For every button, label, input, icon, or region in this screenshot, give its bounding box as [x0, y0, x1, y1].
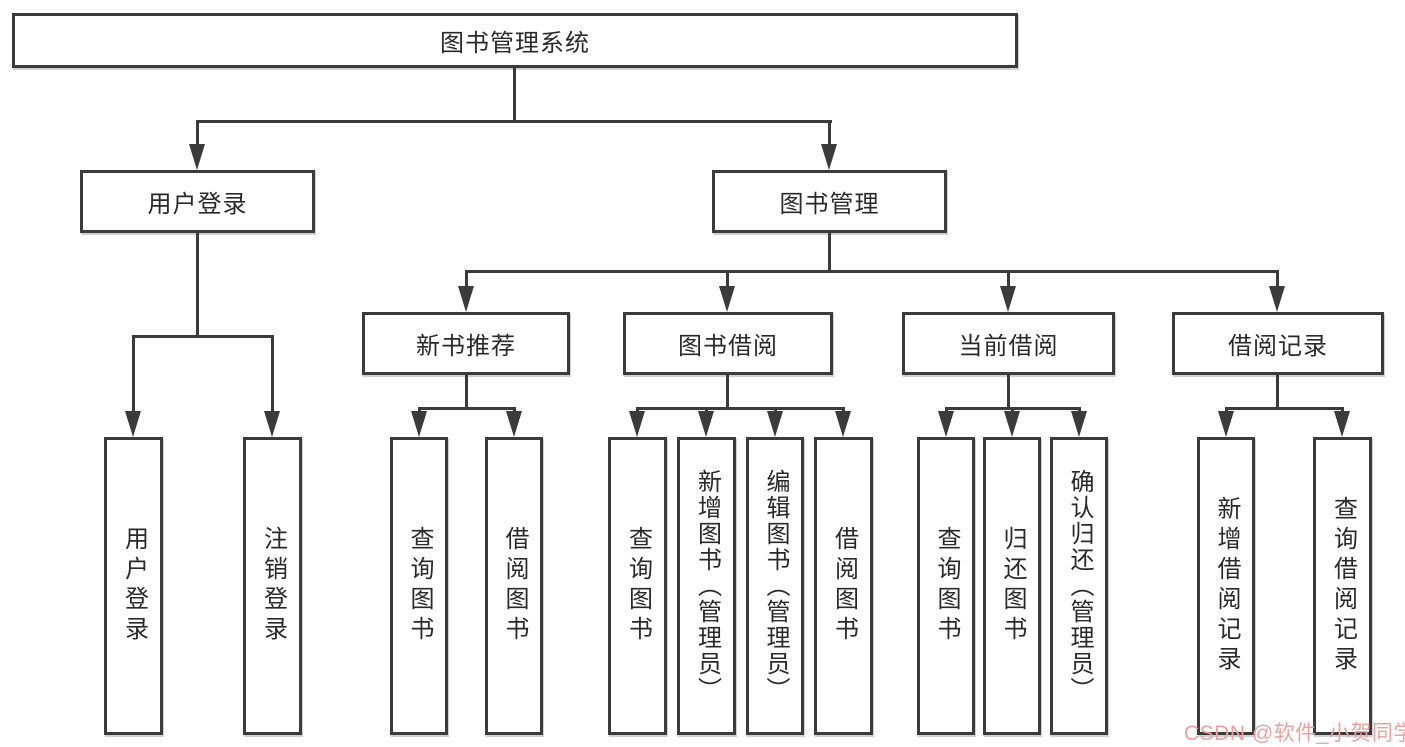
connector-drop — [1276, 270, 1279, 288]
node-label: 用户登录 — [147, 191, 248, 218]
node-leaf-add-books-admin: 新增图书（管理员） — [677, 437, 736, 735]
arrowhead-down — [411, 411, 427, 437]
node-label: 当前借阅 — [958, 333, 1059, 360]
node-leaf-borrow-books-recommend: 借阅图书 — [485, 437, 543, 735]
node-label: 确认归还（管理员） — [1066, 469, 1093, 703]
arrowhead-down — [719, 286, 735, 312]
connector-new-book-bus — [418, 407, 516, 410]
node-leaf-user-login: 用户登录 — [104, 437, 163, 735]
node-current-borrowing: 当前借阅 — [902, 312, 1115, 375]
connector-drop — [465, 270, 468, 288]
node-label: 新增图书（管理员） — [693, 469, 721, 703]
node-label: 借阅记录 — [1228, 333, 1328, 360]
connector-book-borrow-bus — [636, 407, 845, 410]
arrowhead-down — [938, 411, 954, 437]
arrowhead-down — [767, 411, 783, 437]
arrowhead-down — [1269, 286, 1285, 312]
arrowhead-down — [1334, 411, 1350, 437]
node-leaf-return-books: 归还图书 — [983, 437, 1041, 735]
connector-new-book-stem — [465, 375, 468, 409]
node-label: 编辑图书（管理员） — [762, 469, 789, 703]
node-label: 新增借阅记录 — [1213, 496, 1240, 676]
node-label: 图书管理 — [779, 191, 880, 218]
node-label: 查询借阅记录 — [1329, 496, 1357, 676]
node-leaf-query-books-recommend: 查询图书 — [390, 437, 448, 735]
node-leaf-query-books: 查询图书 — [608, 437, 667, 735]
arrowhead-down — [1000, 286, 1016, 312]
node-label: 查询图书 — [406, 526, 433, 646]
node-leaf-query-borrow-record: 查询借阅记录 — [1313, 437, 1372, 735]
arrowhead-down — [821, 144, 837, 170]
arrowhead-down — [835, 411, 851, 437]
node-label: 注销登录 — [259, 526, 287, 646]
connector-drop — [828, 120, 831, 146]
connector-records-stem — [1276, 375, 1279, 409]
arrowhead-down — [1071, 411, 1087, 437]
node-label: 用户登录 — [120, 526, 148, 646]
connector-level2-bus — [196, 120, 832, 123]
arrowhead-down — [189, 144, 205, 170]
node-root-system: 图书管理系统 — [12, 13, 1018, 68]
arrowhead-down — [125, 411, 141, 437]
node-book-borrowing: 图书借阅 — [623, 312, 833, 375]
node-leaf-borrow-books: 借阅图书 — [814, 437, 873, 735]
node-label: 查询图书 — [624, 526, 652, 646]
arrowhead-down — [264, 411, 280, 437]
connector-drop — [196, 120, 199, 146]
connector-drop — [132, 335, 135, 413]
node-leaf-add-borrow-record: 新增借阅记录 — [1197, 437, 1255, 735]
connector-current-borrow-stem — [1007, 375, 1010, 409]
node-borrowing-records: 借阅记录 — [1172, 312, 1384, 375]
node-label: 借阅图书 — [501, 526, 528, 646]
arrowhead-down — [458, 286, 474, 312]
connector-root-stem — [513, 68, 516, 122]
node-leaf-confirm-return-admin: 确认归还（管理员） — [1050, 437, 1108, 735]
node-label: 归还图书 — [999, 526, 1026, 646]
connector-level3-bus — [465, 270, 1278, 273]
connector-book-mgmt-stem — [828, 233, 831, 272]
node-leaf-edit-books-admin: 编辑图书（管理员） — [746, 437, 804, 735]
arrowhead-down — [629, 411, 645, 437]
arrowhead-down — [1218, 411, 1234, 437]
csdn-watermark: CSDN @软件_小贺同学 — [1184, 722, 1405, 745]
node-label: 图书管理系统 — [440, 30, 590, 57]
node-leaf-logout: 注销登录 — [243, 437, 302, 735]
connector-drop — [271, 335, 274, 413]
arrowhead-down — [1004, 411, 1020, 437]
arrowhead-down — [698, 411, 714, 437]
node-user-login: 用户登录 — [80, 170, 315, 233]
node-label: 新书推荐 — [416, 333, 516, 360]
node-book-management: 图书管理 — [712, 170, 947, 233]
node-label: 借阅图书 — [830, 526, 858, 646]
node-new-book-recommend: 新书推荐 — [362, 312, 570, 375]
node-leaf-query-books-current: 查询图书 — [917, 437, 975, 735]
arrowhead-down — [506, 411, 522, 437]
connector-user-login-stem — [196, 233, 199, 337]
connector-user-login-bus — [132, 335, 274, 338]
node-label: 查询图书 — [933, 526, 960, 646]
connector-records-bus — [1225, 407, 1344, 410]
connector-drop — [726, 270, 729, 288]
connector-drop — [1007, 270, 1010, 288]
node-label: 图书借阅 — [678, 333, 778, 360]
connector-book-borrow-stem — [726, 375, 729, 409]
